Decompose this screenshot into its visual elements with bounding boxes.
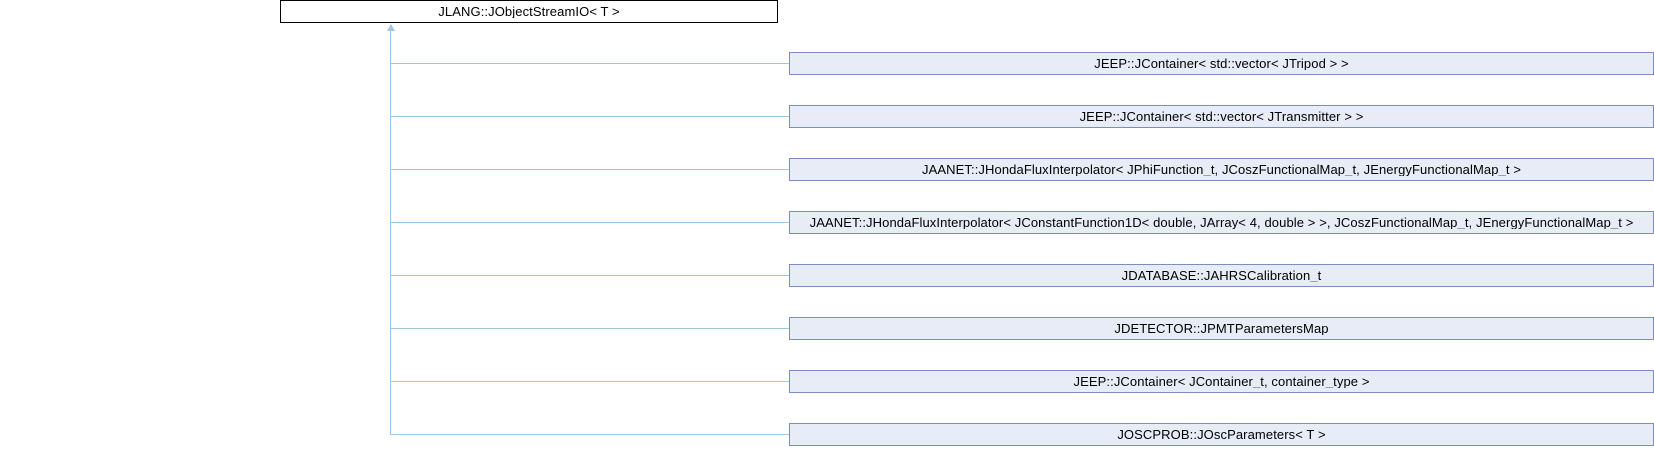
class-node-derived[interactable]: JAANET::JHondaFluxInterpolator< JPhiFunc… xyxy=(789,158,1654,181)
class-node-derived[interactable]: JAANET::JHondaFluxInterpolator< JConstan… xyxy=(789,211,1654,234)
inheritance-branch-line xyxy=(390,328,789,329)
class-node-root[interactable]: JLANG::JObjectStreamIO< T > xyxy=(280,0,778,23)
class-node-label: JAANET::JHondaFluxInterpolator< JConstan… xyxy=(809,216,1634,229)
inheritance-branch-line xyxy=(390,434,789,435)
inheritance-branch-line xyxy=(390,116,789,117)
inheritance-branch-line xyxy=(390,222,789,223)
class-node-label: JDETECTOR::JPMTParametersMap xyxy=(1114,322,1329,335)
class-node-label: JDATABASE::JAHRSCalibration_t xyxy=(1121,269,1322,282)
inheritance-branch-line xyxy=(390,381,789,382)
class-node-derived[interactable]: JOSCPROB::JOscParameters< T > xyxy=(789,423,1654,446)
class-node-derived[interactable]: JDETECTOR::JPMTParametersMap xyxy=(789,317,1654,340)
class-node-derived[interactable]: JDATABASE::JAHRSCalibration_t xyxy=(789,264,1654,287)
class-node-derived[interactable]: JEEP::JContainer< std::vector< JTransmit… xyxy=(789,105,1654,128)
class-node-label: JEEP::JContainer< std::vector< JTransmit… xyxy=(1079,110,1364,123)
class-node-label: JLANG::JObjectStreamIO< T > xyxy=(438,5,620,18)
class-node-label: JEEP::JContainer< std::vector< JTripod >… xyxy=(1094,57,1349,70)
inheritance-branch-line xyxy=(390,275,789,276)
inheritance-branch-line xyxy=(390,63,789,64)
class-node-derived[interactable]: JEEP::JContainer< JContainer_t, containe… xyxy=(789,370,1654,393)
class-node-label: JOSCPROB::JOscParameters< T > xyxy=(1117,428,1326,441)
class-node-derived[interactable]: JEEP::JContainer< std::vector< JTripod >… xyxy=(789,52,1654,75)
inheritance-trunk-line xyxy=(390,25,391,435)
class-node-label: JAANET::JHondaFluxInterpolator< JPhiFunc… xyxy=(921,163,1522,176)
class-node-label: JEEP::JContainer< JContainer_t, containe… xyxy=(1073,375,1370,388)
inheritance-branch-line xyxy=(390,169,789,170)
